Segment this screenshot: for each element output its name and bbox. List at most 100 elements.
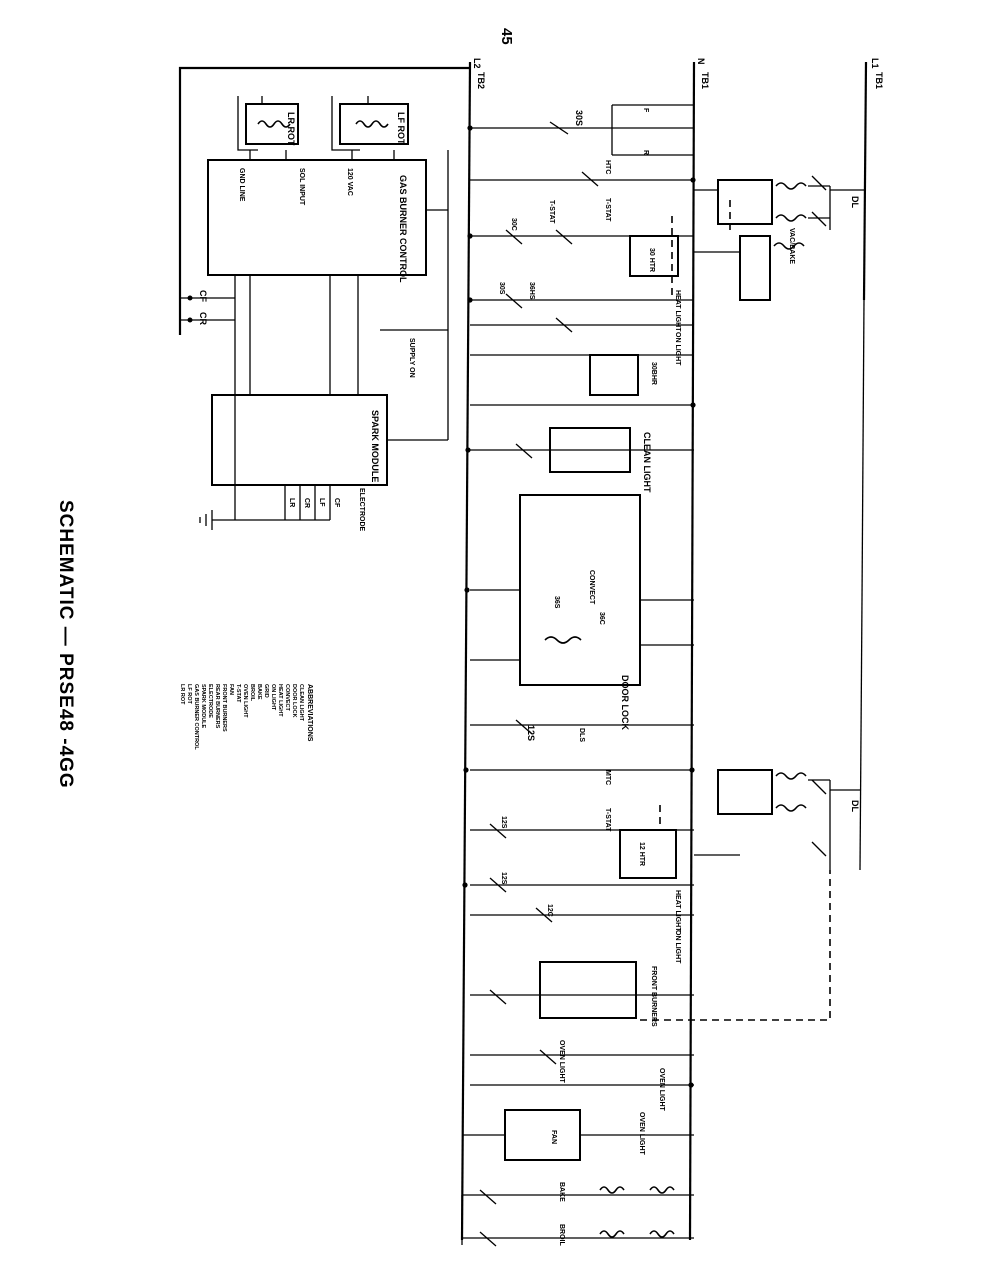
junction-dot-icon bbox=[187, 317, 193, 323]
coil-icon bbox=[599, 1186, 625, 1194]
junction-dot-icon bbox=[689, 767, 695, 773]
junction-dot-icon bbox=[690, 402, 696, 408]
svg-text:12S: 12S bbox=[500, 816, 507, 829]
svg-text:12C: 12C bbox=[546, 904, 553, 917]
power-rails bbox=[460, 61, 868, 1241]
svg-text:36C: 36C bbox=[598, 612, 605, 625]
ground-icon bbox=[199, 510, 235, 530]
junction-dot-icon bbox=[464, 587, 470, 593]
svg-text:OVEN LIGHT: OVEN LIGHT bbox=[558, 1040, 565, 1084]
junctions bbox=[462, 125, 696, 1088]
switch-contact-icon bbox=[811, 779, 827, 795]
cf-label: CF bbox=[198, 290, 208, 302]
svg-text:SOL INPUT: SOL INPUT bbox=[298, 168, 305, 206]
switch-contact-icon bbox=[505, 229, 523, 245]
rail-l1 bbox=[862, 61, 868, 301]
svg-text:LF: LF bbox=[318, 498, 325, 507]
switch-contact-icon bbox=[489, 877, 507, 893]
svg-text:GAS BURNER CONTROL: GAS BURNER CONTROL bbox=[193, 684, 199, 750]
svg-text:120 VAC: 120 VAC bbox=[346, 168, 353, 196]
rail-labels: L2 TB2 N TB1 L1 TB1 bbox=[472, 58, 884, 89]
rail-label-tb2: TB2 bbox=[476, 72, 486, 89]
clean-doorlock-circuit: CLEAN LIGHT DOOR LOCK CONVECT 36S 36C 12… bbox=[470, 427, 694, 742]
switch-contact-icon bbox=[581, 171, 599, 187]
spark-module-box bbox=[211, 394, 388, 486]
svg-text:SUPPLY ON: SUPPLY ON bbox=[408, 338, 415, 378]
clean-light-label: CLEAN LIGHT bbox=[642, 432, 652, 493]
svg-text:T-STAT: T-STAT bbox=[235, 684, 241, 703]
svg-text:30S: 30S bbox=[574, 110, 584, 126]
junction-dot-icon bbox=[688, 1082, 694, 1088]
svg-text:GRID: GRID bbox=[263, 684, 269, 698]
electrode-label: ELECTRODE bbox=[358, 488, 365, 532]
junction-dot-icon bbox=[463, 767, 469, 773]
lf-rot-relay bbox=[339, 103, 409, 145]
svg-text:T-STAT: T-STAT bbox=[548, 200, 555, 224]
coil-icon bbox=[775, 182, 807, 190]
switch-contact-icon bbox=[489, 989, 507, 1005]
switch-contact-icon bbox=[479, 1231, 497, 1247]
abbreviations-legend: ABBREVIATIONS CLEAN LIGHT DOOR LOCK CONV… bbox=[179, 684, 313, 750]
svg-text:OVEN LIGHT: OVEN LIGHT bbox=[242, 684, 248, 718]
svg-text:BROIL: BROIL bbox=[558, 1224, 565, 1247]
svg-text:F: F bbox=[642, 108, 649, 113]
abbreviations-heading: ABBREVIATIONS bbox=[306, 684, 313, 742]
coil-icon bbox=[257, 120, 291, 128]
junction-dot-icon bbox=[690, 177, 696, 183]
svg-text:FAN: FAN bbox=[228, 684, 234, 695]
page-number: 45 bbox=[498, 28, 515, 45]
svg-text:DOOR LOCK: DOOR LOCK bbox=[291, 684, 297, 718]
svg-text:LR: LR bbox=[288, 498, 295, 507]
svg-text:36S: 36S bbox=[553, 596, 560, 609]
switch-contact-icon bbox=[539, 1049, 557, 1065]
svg-text:FAN: FAN bbox=[550, 1130, 557, 1144]
rail-label-tb1-l1: TB1 bbox=[874, 72, 884, 89]
svg-text:30 HTR: 30 HTR bbox=[648, 248, 655, 272]
svg-text:OVEN LIGHT: OVEN LIGHT bbox=[638, 1112, 645, 1156]
spark-module-label: SPARK MODULE bbox=[370, 410, 380, 482]
schematic-title: SCHEMATIC — PRSE48 -4GG bbox=[55, 500, 76, 789]
rail-l2 bbox=[460, 61, 472, 1241]
svg-text:LF ROT: LF ROT bbox=[186, 684, 192, 704]
svg-text:FRONT BURNERS: FRONT BURNERS bbox=[221, 684, 227, 732]
svg-text:CR: CR bbox=[303, 498, 310, 508]
switch-contact-icon bbox=[489, 823, 507, 839]
lr-rot-label: LR ROT bbox=[286, 112, 296, 146]
gas-burner-control-block: GAS BURNER CONTROL GND LINE SOL INPUT 12… bbox=[178, 66, 470, 520]
switch-contact-icon bbox=[515, 719, 533, 735]
spark-module-block: SPARK MODULE LR CR LF CF ELECTRODE bbox=[199, 394, 448, 532]
svg-text:GND LINE: GND LINE bbox=[238, 168, 245, 202]
coil-icon bbox=[544, 636, 582, 644]
switch-contacts bbox=[479, 121, 827, 1247]
coil-icon bbox=[649, 1230, 675, 1238]
coil-icon bbox=[775, 772, 807, 780]
switch-contact-icon bbox=[479, 1189, 497, 1205]
junction-dot-icon bbox=[465, 447, 471, 453]
svg-text:CONVECT: CONVECT bbox=[284, 684, 290, 712]
svg-text:ON LIGHT: ON LIGHT bbox=[674, 332, 681, 366]
switch-contact-icon bbox=[515, 443, 533, 459]
svg-text:12S: 12S bbox=[500, 872, 507, 885]
svg-text:R: R bbox=[642, 150, 649, 155]
svg-text:BAKE: BAKE bbox=[256, 684, 262, 700]
svg-text:BROIL: BROIL bbox=[249, 684, 255, 702]
svg-text:HEAT LIGHT: HEAT LIGHT bbox=[277, 684, 283, 717]
svg-text:ELECTRODE: ELECTRODE bbox=[207, 684, 213, 718]
svg-text:VAC/BAKE: VAC/BAKE bbox=[788, 228, 795, 264]
svg-text:HEAT LIGHT: HEAT LIGHT bbox=[674, 290, 681, 332]
junction-dot-icon bbox=[467, 125, 473, 131]
svg-text:30C: 30C bbox=[510, 218, 517, 231]
svg-text:BAKE: BAKE bbox=[558, 1182, 565, 1202]
svg-text:CF: CF bbox=[333, 498, 340, 508]
rail-label-tb1: TB1 bbox=[700, 72, 710, 89]
bottom-light-circuit: OVEN LIGHT OVEN LIGHT FAN OVEN LIGHT BAK… bbox=[461, 1040, 694, 1247]
svg-text:ON LIGHT: ON LIGHT bbox=[674, 930, 681, 964]
coil-icon bbox=[775, 804, 807, 812]
cr-label: CR bbox=[198, 312, 208, 325]
coil-icon bbox=[773, 242, 805, 250]
coil-icon bbox=[649, 1186, 675, 1194]
svg-text:T-STAT: T-STAT bbox=[604, 198, 611, 222]
rail-label-n: N bbox=[696, 58, 706, 65]
gas-burner-control-box bbox=[207, 159, 427, 276]
